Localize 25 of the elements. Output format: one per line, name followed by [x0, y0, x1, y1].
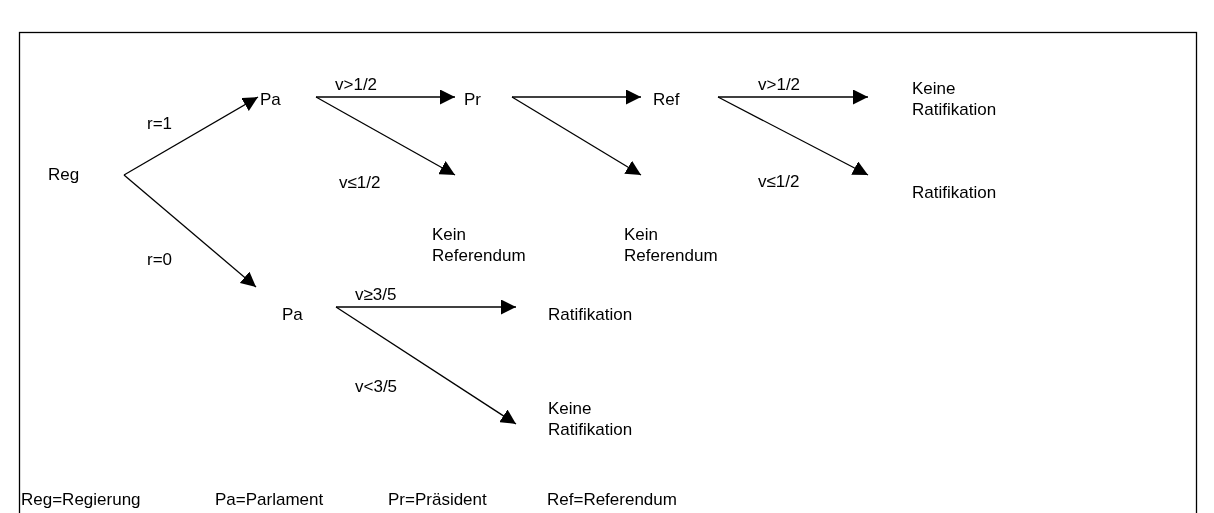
arrow — [511, 96, 642, 176]
node-label: Kein Referendum — [432, 224, 552, 266]
node-label: Keine Ratifikation — [912, 78, 1042, 120]
node-label: Kein Referendum — [624, 224, 744, 266]
legend-text: Pa=Parlament — [215, 490, 324, 509]
node-label: Pa — [282, 304, 318, 325]
node-label: Ratifikation — [548, 304, 658, 325]
arrow — [315, 89, 456, 105]
node-label: Pa — [260, 89, 296, 110]
node-label: Pr — [464, 89, 494, 110]
legend-text: Reg=Regierung — [21, 490, 141, 509]
arrow — [123, 174, 257, 288]
legend-text: Ref=Referendum — [547, 490, 677, 509]
arrow — [335, 306, 517, 425]
arrow — [315, 96, 456, 176]
node-label: Ref — [653, 89, 693, 110]
node-label: Reg — [48, 164, 98, 185]
arrow — [717, 89, 869, 105]
node-label: Keine Ratifikation — [548, 398, 678, 440]
arrow — [335, 299, 517, 315]
arrow — [511, 89, 642, 105]
legend-text: Pr=Präsident — [388, 490, 487, 509]
node-label: Ratifikation — [912, 182, 1022, 203]
arrow — [123, 96, 259, 176]
arrow — [717, 96, 869, 176]
